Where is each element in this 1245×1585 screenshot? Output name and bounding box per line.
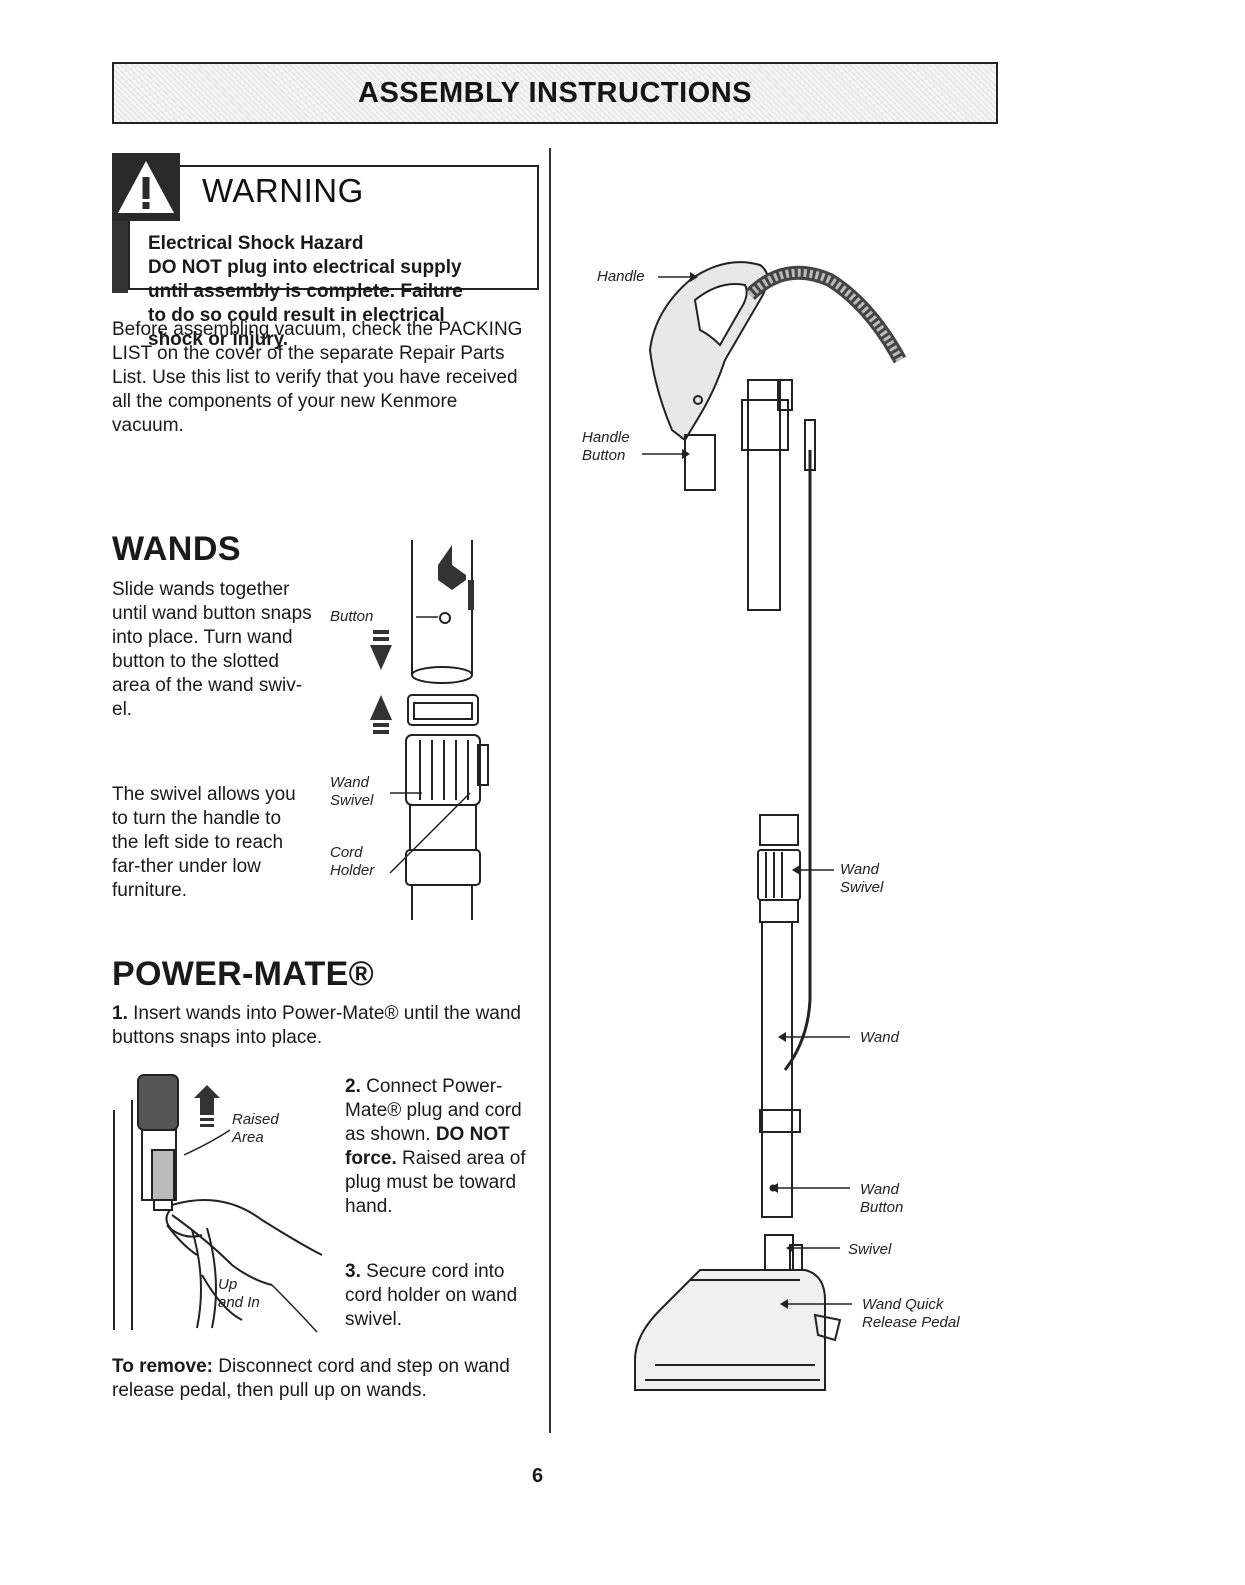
label-raised-area-1: Raised (232, 1111, 279, 1128)
diagram-label-swivel: Swivel (848, 1241, 892, 1258)
step-2-number: 2. (345, 1076, 361, 1097)
warning-title: WARNING (202, 172, 364, 209)
warning-line-5: shock or injury. (148, 329, 289, 350)
warning-icon-background (112, 153, 180, 221)
remove-label: To remove: (112, 1356, 214, 1377)
wands-heading: WANDS (112, 530, 242, 568)
vacuum-assembly-diagram (634, 261, 907, 1391)
diagram-label-handle-button-2: Button (582, 447, 626, 464)
warning-line-1: Electrical Shock Hazard (148, 233, 364, 254)
column-divider (549, 148, 551, 1433)
wand-connection-illustration (370, 540, 489, 920)
step-2-warning: DO NOT force. (345, 1124, 510, 1169)
wands-paragraph-1: Slide wands together until wand button s… (112, 579, 312, 720)
powermate-heading: POWER-MATE® (112, 955, 374, 993)
diagram-label-handle-button-1: Handle (582, 429, 630, 446)
label-up-and-in-1: Up (218, 1276, 238, 1293)
remove-instructions: To remove: Disconnect cord and step on w… (112, 1355, 542, 1403)
section-banner: ASSEMBLY INSTRUCTIONS (112, 62, 998, 124)
label-wand-swivel-2: Swivel (330, 792, 374, 809)
label-up-and-in-2: and In (218, 1294, 260, 1311)
label-cord-holder-1: Cord (330, 844, 363, 861)
step-2-text-2: Raised area of plug must be toward hand. (345, 1148, 526, 1217)
diagram-label-wand-button-2: Button (860, 1199, 904, 1216)
step-3-text: Secure cord into cord holder on wand swi… (345, 1261, 518, 1330)
diagram-label-release-pedal-1: Wand Quick (862, 1296, 944, 1313)
warning-line-3: until assembly is complete. Failure (148, 281, 463, 302)
label-button: Button (330, 608, 374, 625)
powermate-plug-illustration (113, 1074, 323, 1333)
warning-text: Electrical Shock Hazard DO NOT plug into… (148, 232, 528, 352)
diagram-label-wand-swivel-1: Wand (840, 861, 879, 878)
warning-line-2: DO NOT plug into electrical supply (148, 257, 462, 278)
step-2-text: Connect Power-Mate® plug and cord as sho… (345, 1076, 522, 1145)
section-title: ASSEMBLY INSTRUCTIONS (358, 76, 752, 109)
remove-text: Disconnect cord and step on wand release… (112, 1356, 510, 1401)
diagram-label-wand-swivel-2: Swivel (840, 879, 884, 896)
warning-box (128, 165, 539, 290)
wands-paragraph-2: The swivel allows you to turn the handle… (112, 784, 296, 901)
step-1-number: 1. (112, 1003, 128, 1024)
powermate-step-2: 2. Connect Power-Mate® plug and cord as … (345, 1075, 530, 1219)
intro-paragraph: Before assembling vacuum, check the PACK… (112, 319, 523, 436)
powermate-step-1: 1. Insert wands into Power-Mate® until t… (112, 1002, 532, 1050)
label-cord-holder-2: Holder (330, 862, 375, 879)
warning-line-4: to do so could result in electrical (148, 305, 445, 326)
warning-triangle-icon (118, 161, 174, 213)
diagram-label-release-pedal-2: Release Pedal (862, 1314, 960, 1331)
label-wand-swivel-1: Wand (330, 774, 369, 791)
diagram-label-wand: Wand (860, 1029, 899, 1046)
diagram-label-handle: Handle (597, 268, 645, 285)
step-3-number: 3. (345, 1261, 361, 1282)
step-1-text: Insert wands into Power-Mate® until the … (112, 1003, 521, 1048)
powermate-step-3: 3. Secure cord into cord holder on wand … (345, 1260, 530, 1332)
label-raised-area-2: Area (232, 1129, 264, 1146)
diagram-label-wand-button-1: Wand (860, 1181, 899, 1198)
page-number: 6 (532, 1465, 544, 1487)
